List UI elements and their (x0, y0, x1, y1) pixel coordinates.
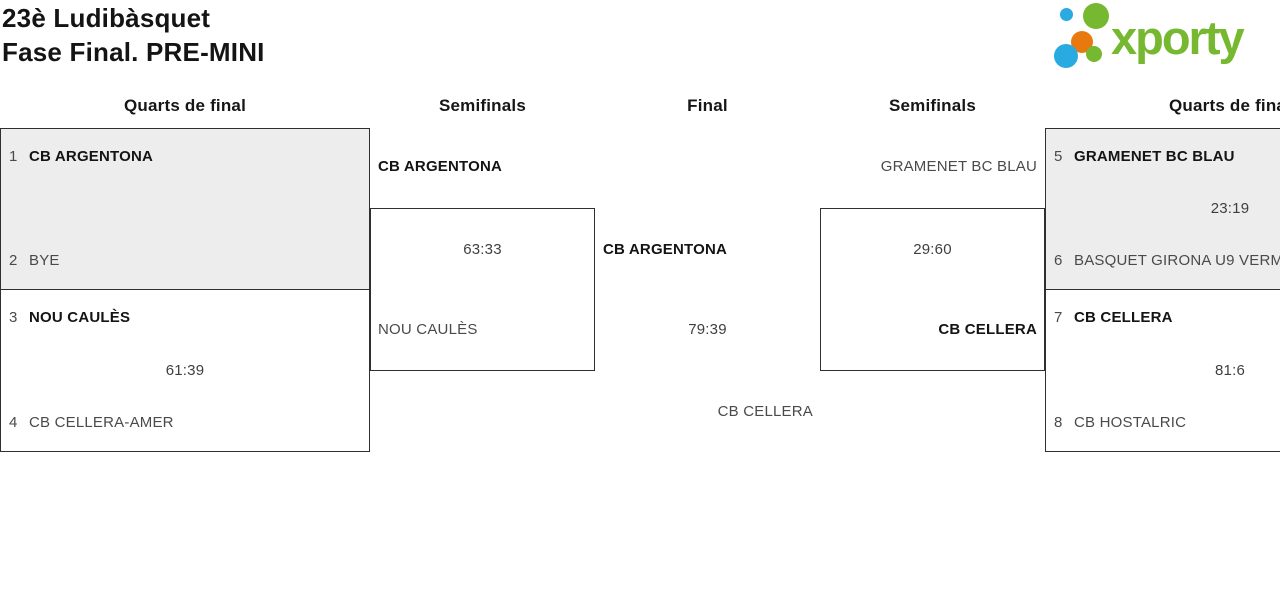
logo-dot-icon (1086, 46, 1102, 62)
logo-dot-icon (1054, 44, 1078, 68)
match-final: CB ARGENTONA 79:39 CB CELLERA (595, 128, 820, 452)
team-name: CB CELLERA-AMER (29, 414, 174, 431)
team-name: NOU CAULÈS (29, 309, 131, 326)
seed-number: 7 (1054, 309, 1063, 326)
team-name: CB CELLERA (1074, 309, 1173, 326)
match-slot-top: 3 NOU CAULÈS (9, 309, 361, 327)
match-semifinal-1: CB ARGENTONA 63:33 NOU CAULÈS (370, 128, 595, 452)
match-quarterfinal-2[interactable]: 3 NOU CAULÈS 61:39 4 CB CELLERA-AMER (0, 289, 370, 452)
xporty-logo[interactable]: xporty (1045, 0, 1280, 75)
match-score: 81:6 (1215, 361, 1245, 379)
match-score: 29:60 (913, 241, 952, 258)
team-name: BASQUET GIRONA U9 VERMELL (1074, 252, 1280, 269)
seed-number: 3 (9, 309, 18, 326)
team-name: CB ARGENTONA (378, 158, 503, 175)
match-box[interactable] (370, 208, 595, 371)
match-slot-bottom: 2 BYE (9, 252, 361, 270)
round-header-semifinals-right: Semifinals (888, 96, 977, 115)
match-box[interactable] (820, 208, 1045, 371)
round-header-semifinals-left: Semifinals (438, 96, 527, 115)
match-quarterfinal-4[interactable]: 7 CB CELLERA 81:6 8 CB HOSTALRIC (1045, 289, 1280, 452)
seed-number: 8 (1054, 414, 1063, 431)
match-quarterfinal-3[interactable]: 5 GRAMENET BC BLAU 23:19 6 BASQUET GIRONA … (1045, 128, 1280, 290)
team-name: BYE (29, 252, 60, 269)
seed-number: 2 (9, 252, 18, 269)
round-header-final: Final (687, 96, 728, 115)
seed-number: 1 (9, 148, 18, 165)
match-quarterfinal-1[interactable]: 1 CB ARGENTONA 2 BYE (0, 128, 370, 290)
match-slot-bottom: 4 CB CELLERA-AMER (9, 414, 361, 432)
match-slot-top: 7 CB CELLERA (1054, 309, 1280, 327)
page-title: 23è Ludibàsquet Fase Final. PRE-MINI (2, 1, 265, 69)
match-slot-top: 1 CB ARGENTONA (9, 148, 361, 166)
logo-wordmark: xporty (1111, 11, 1245, 64)
match-score: 23:19 (1210, 200, 1250, 217)
match-slot-bottom: 6 BASQUET GIRONA U9 VERMELL (1054, 252, 1280, 270)
match-semifinal-2: GRAMENET BC BLAU 29:60 CB CELLERA (820, 128, 1045, 452)
seed-number: 4 (9, 414, 18, 431)
team-name: CB CELLERA (717, 403, 813, 420)
team-name: NOU CAULÈS (378, 321, 478, 338)
seed-number: 6 (1054, 252, 1063, 269)
logo-dot-icon (1083, 3, 1109, 29)
phase-name: Fase Final. PRE-MINI (2, 37, 265, 67)
match-score: 63:33 (463, 241, 502, 258)
team-name: CB ARGENTONA (29, 148, 154, 165)
tournament-name: 23è Ludibàsquet (2, 3, 211, 33)
match-score: 79:39 (688, 321, 727, 338)
team-name: GRAMENET BC BLAU (880, 158, 1037, 175)
match-slot-bottom: 8 CB HOSTALRIC (1054, 414, 1280, 432)
team-name: CB ARGENTONA (603, 241, 728, 258)
seed-number: 5 (1054, 148, 1063, 165)
match-slot-top: 5 GRAMENET BC BLAU (1054, 148, 1280, 166)
team-name: CB HOSTALRIC (1074, 414, 1187, 431)
logo-dot-icon (1060, 8, 1073, 21)
round-header-quarterfinals-left: Quarts de final (123, 96, 247, 115)
round-header-quarterfinals-right: Quarts de final (1168, 96, 1280, 115)
match-score: 61:39 (165, 361, 205, 379)
team-name: CB CELLERA (938, 321, 1037, 338)
team-name: GRAMENET BC BLAU (1074, 148, 1235, 165)
